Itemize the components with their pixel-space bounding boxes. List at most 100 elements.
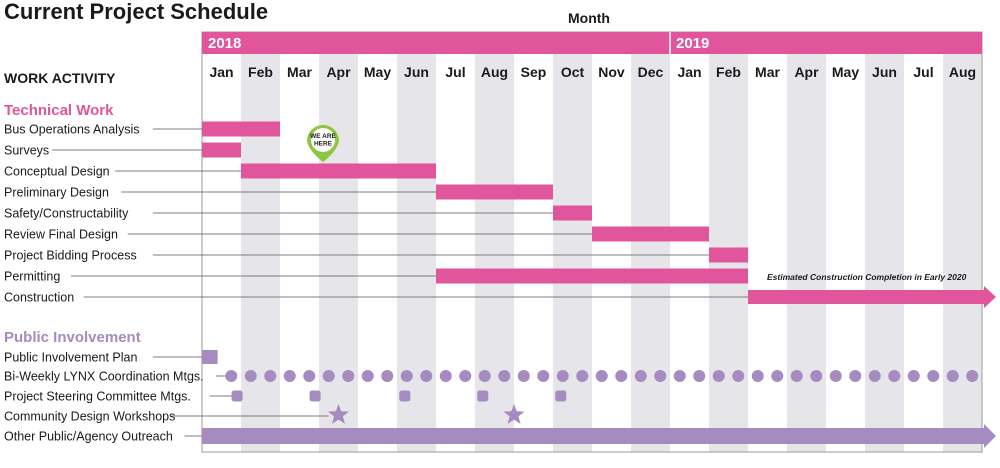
month-label: Apr [326, 64, 351, 80]
meeting-dot [420, 370, 433, 382]
meeting-dot [927, 370, 940, 382]
meeting-dot [498, 370, 511, 382]
meeting-dot [478, 370, 491, 382]
activity-label: Project Steering Committee Mtgs. [4, 390, 191, 404]
activity-label: Construction [4, 291, 74, 305]
meeting-dot [400, 370, 413, 382]
meeting-dot [712, 370, 725, 382]
meeting-square [555, 390, 567, 402]
meeting-dot [693, 370, 706, 382]
meeting-dot [732, 370, 745, 382]
meeting-dot [654, 370, 667, 382]
meeting-dot [244, 370, 257, 382]
meeting-dot [634, 370, 647, 382]
activity-label: Preliminary Design [4, 186, 109, 200]
meeting-dot [751, 370, 764, 382]
meeting-dot [322, 370, 335, 382]
meeting-dot [381, 370, 394, 382]
meeting-dot [225, 370, 238, 382]
month-label: Dec [638, 64, 664, 80]
month-label: Mar [287, 64, 312, 80]
pin-label: WE ARE [310, 133, 336, 140]
meeting-dot [342, 370, 355, 382]
gantt-bar [436, 184, 553, 200]
pin-inner-circle [311, 128, 335, 152]
meeting-dot [907, 370, 920, 382]
section-title: Public Involvement [4, 329, 141, 346]
page-title: Current Project Schedule [4, 0, 268, 24]
gantt-bar [202, 121, 280, 137]
month-label: Oct [561, 64, 585, 80]
month-label: Jun [404, 64, 429, 80]
meeting-dot [517, 370, 530, 382]
month-label: Sep [521, 64, 547, 80]
meeting-dot [595, 370, 608, 382]
month-column-shade [943, 54, 982, 452]
month-column-shade [787, 54, 826, 452]
month-column-shade [475, 54, 514, 452]
year-header-bar [202, 32, 982, 54]
activity-label: Permitting [4, 270, 60, 284]
meeting-dot [771, 370, 784, 382]
meeting-dot [868, 370, 881, 382]
year-label: 2018 [208, 35, 241, 52]
month-label: Apr [794, 64, 819, 80]
meeting-dot [459, 370, 472, 382]
gantt-bar [202, 142, 241, 158]
month-column-shade [553, 54, 592, 452]
activity-label: Other Public/Agency Outreach [4, 430, 173, 444]
meeting-dot [615, 370, 628, 382]
meeting-dot [283, 370, 296, 382]
month-column-shade [865, 54, 904, 452]
activity-label: Project Bidding Process [4, 249, 137, 263]
meeting-dot [888, 370, 901, 382]
month-column-shade [397, 54, 436, 452]
month-label: Jan [209, 64, 233, 80]
gantt-bar [436, 268, 748, 284]
section-title: Technical Work [4, 102, 114, 119]
month-label: Jul [913, 64, 933, 80]
work-activity-header: WORK ACTIVITY [4, 70, 116, 86]
activity-label: Review Final Design [4, 228, 118, 242]
gantt-bar [241, 163, 436, 179]
activity-label: Community Design Workshops [4, 410, 175, 424]
meeting-dot [849, 370, 862, 382]
meeting-square [399, 390, 411, 402]
activity-label: Bus Operations Analysis [4, 123, 140, 137]
month-label: Jan [677, 64, 701, 80]
meeting-dot [810, 370, 823, 382]
workshop-star [328, 404, 349, 424]
gantt-bar [202, 350, 218, 364]
meeting-square [477, 390, 489, 402]
meeting-dot [966, 370, 979, 382]
month-column-shade [631, 54, 670, 452]
meeting-dot [576, 370, 589, 382]
month-label: Jul [445, 64, 465, 80]
meeting-dot [439, 370, 452, 382]
month-column-shade [241, 54, 280, 452]
meeting-dot [303, 370, 316, 382]
month-label: Feb [248, 64, 273, 80]
gantt-arrow [748, 286, 996, 308]
month-label: Feb [716, 64, 741, 80]
month-label: May [364, 64, 391, 80]
gantt-bar [709, 247, 748, 263]
meeting-dot [361, 370, 374, 382]
activity-label: Safety/Constructability [4, 207, 129, 221]
meeting-dot [537, 370, 550, 382]
month-label: Jun [872, 64, 897, 80]
meeting-dot [673, 370, 686, 382]
activity-label: Surveys [4, 144, 49, 158]
meeting-square [309, 390, 321, 402]
month-label: Aug [481, 64, 508, 80]
activity-label: Public Involvement Plan [4, 351, 137, 365]
axis-label: Month [568, 10, 610, 26]
month-label: Aug [949, 64, 976, 80]
construction-note: Estimated Construction Completion in Ear… [767, 272, 967, 282]
month-column-shade [319, 54, 358, 452]
meeting-dot [556, 370, 569, 382]
year-label: 2019 [676, 35, 709, 52]
meeting-square [231, 390, 243, 402]
meeting-dot [264, 370, 277, 382]
